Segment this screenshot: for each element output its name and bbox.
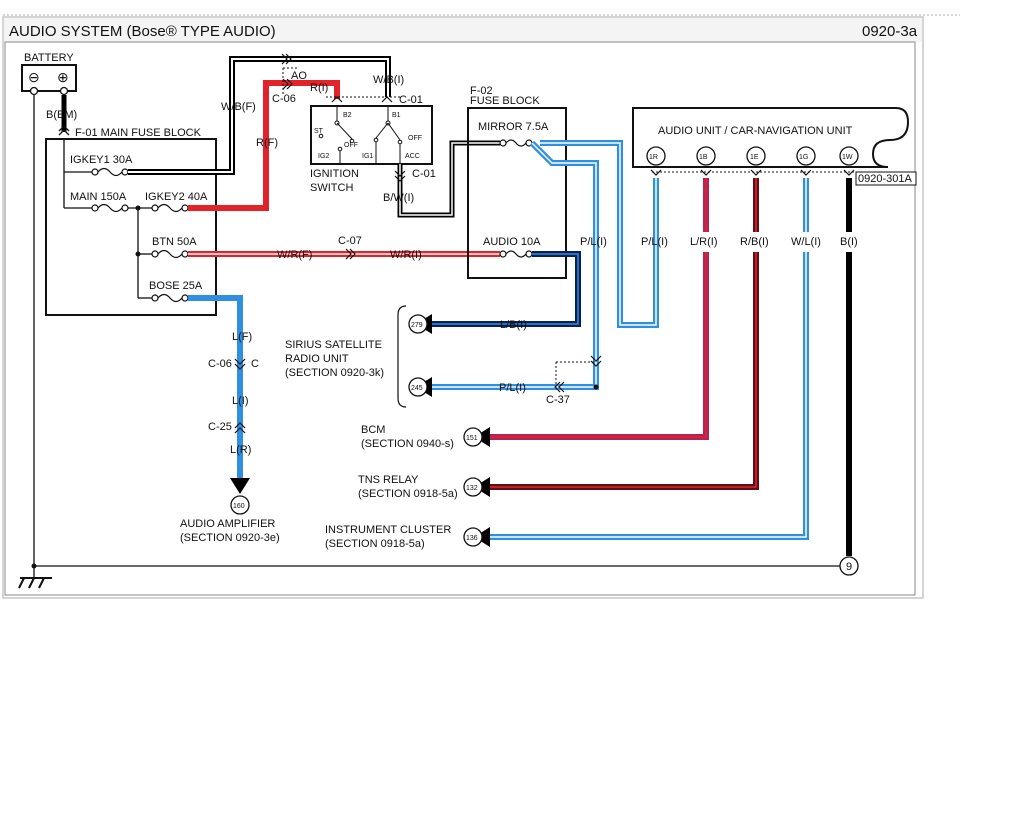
fuse-bose: BOSE 25A: [149, 280, 203, 292]
audio-unit-label: AUDIO UNIT / CAR-NAVIGATION UNIT: [658, 125, 853, 137]
main-fuse-block: F-01 MAIN FUSE BLOCK IGKEY1 30A MAIN 150…: [45, 127, 217, 316]
sirius-ref-b: 245: [411, 385, 423, 392]
fuse-block-f02-label: FUSE BLOCK: [470, 95, 540, 107]
wire-rf-label: R(F): [256, 137, 278, 149]
wire-wr-i-label: W/R(I): [390, 249, 422, 261]
fuse-btn: BTN 50A: [152, 236, 197, 248]
wire-unit-wl-label: W/L(I): [791, 236, 821, 248]
pin-1r: 1R: [649, 154, 658, 161]
cluster-label-1: INSTRUMENT CLUSTER: [325, 524, 451, 536]
wire-wb-i-label: W/B(I): [373, 74, 404, 86]
wire-unit-lr-label: L/R(I): [690, 236, 718, 248]
sirius-label-1: SIRIUS SATELLITE: [285, 339, 382, 351]
terminal-b2: B2: [343, 112, 352, 119]
connector-c25-label: C-25: [208, 421, 232, 433]
tns-label-1: TNS RELAY: [358, 474, 419, 486]
connector-c07-label: C-07: [338, 235, 362, 247]
fuse-block-f02: F-02 FUSE BLOCK MIRROR 7.5A AUDIO 10A: [467, 85, 567, 279]
terminal-acc: ACC: [405, 153, 420, 160]
connector-c37-label: C-37: [546, 394, 570, 406]
sirius-label-2: RADIO UNIT: [285, 353, 349, 365]
battery-label: BATTERY: [24, 52, 74, 64]
audio-unit-ref: 0920-301A: [858, 173, 912, 185]
fuse-igkey1: IGKEY1 30A: [70, 154, 133, 166]
connector-c-mark: C: [251, 358, 259, 370]
pin-1e: 1E: [750, 154, 759, 161]
terminal-ig1: IG1: [362, 153, 373, 160]
cluster-ref: 136: [466, 535, 478, 542]
wire-unit-b-label: B(I): [840, 236, 858, 248]
ignition-switch: C-01 B2 B1 ST OFF OFF IG2 IG1 ACC IGNITI…: [310, 94, 433, 194]
fuse-igkey2: IGKEY2 40A: [145, 191, 208, 203]
pin-1w: 1W: [842, 154, 853, 161]
bcm-ref: 151: [466, 435, 478, 442]
terminal-off-right: OFF: [408, 135, 422, 142]
sirius-ref-a: 279: [411, 322, 423, 329]
diagram-frame: [2, 16, 924, 599]
tns-ref: 132: [466, 485, 478, 492]
wire-pl-low-label: P/L(I): [499, 382, 526, 394]
tns-label-2: (SECTION 0918-5a): [358, 488, 458, 500]
wire-pl-mid-label: P/L(I): [580, 236, 607, 248]
wire-bw-i-label: B/W(I): [383, 192, 414, 204]
fuse-audio: AUDIO 10A: [483, 236, 541, 248]
battery: BATTERY ⊖ ⊕: [21, 52, 77, 96]
wire-li-label: L(I): [232, 395, 249, 407]
connector-c01-bot-label: C-01: [412, 168, 436, 180]
ignition-label-1: IGNITION: [310, 168, 359, 180]
connector-ao-label: AO: [291, 70, 307, 82]
wire-lf-label: L(F): [232, 331, 252, 343]
terminal-st: ST: [314, 128, 324, 135]
cluster-label-2: (SECTION 0918-5a): [325, 538, 425, 550]
wire-lr-label: L(R): [230, 444, 251, 456]
connector-c01-top-label: C-01: [399, 94, 423, 106]
pin-1g: 1G: [799, 154, 808, 161]
amp-label-1: AUDIO AMPLIFIER: [180, 518, 275, 530]
diagram-title: AUDIO SYSTEM (Bose® TYPE AUDIO): [9, 23, 276, 40]
amp-ref: 160: [233, 503, 245, 510]
ignition-label-2: SWITCH: [310, 182, 353, 194]
wire-unit-pl-label: P/L(I): [641, 236, 668, 248]
battery-wire-label: B(EM): [46, 109, 77, 121]
main-fuse-block-label: F-01 MAIN FUSE BLOCK: [75, 127, 202, 139]
terminal-b1: B1: [392, 112, 401, 119]
wire-unit-rb-label: R/B(I): [740, 236, 769, 248]
connector-c06-label: C-06: [272, 93, 296, 105]
battery-plus-icon: ⊕: [57, 69, 69, 85]
wire-wr-f-label: W/R(F): [277, 249, 312, 261]
audio-unit: AUDIO UNIT / CAR-NAVIGATION UNIT 1R 1B 1…: [632, 107, 917, 186]
fuse-mirror: MIRROR 7.5A: [478, 121, 549, 133]
fuse-main: MAIN 150A: [70, 191, 127, 203]
terminal-ig2: IG2: [318, 153, 329, 160]
page-code: 0920-3a: [862, 23, 918, 40]
amp-label-2: (SECTION 0920-3e): [180, 532, 280, 544]
wire-ri-label: R(I): [310, 82, 328, 94]
connector-c06b-label: C-06: [208, 358, 232, 370]
terminal-off-left: OFF: [344, 142, 358, 149]
battery-minus-icon: ⊖: [28, 69, 40, 85]
ground-symbol-icon: [18, 566, 52, 589]
fuse-block-f02-id: F-02: [470, 85, 493, 97]
pin-1b: 1B: [699, 154, 708, 161]
wire-lb-label: L/B(I): [500, 319, 527, 331]
wire-wb-f-label: W/B(F): [221, 101, 256, 113]
sirius-label-3: (SECTION 0920-3k): [285, 367, 384, 379]
bcm-label-2: (SECTION 0940-s): [361, 438, 454, 450]
ground-ref: 9: [846, 561, 852, 573]
bcm-label-1: BCM: [361, 424, 385, 436]
